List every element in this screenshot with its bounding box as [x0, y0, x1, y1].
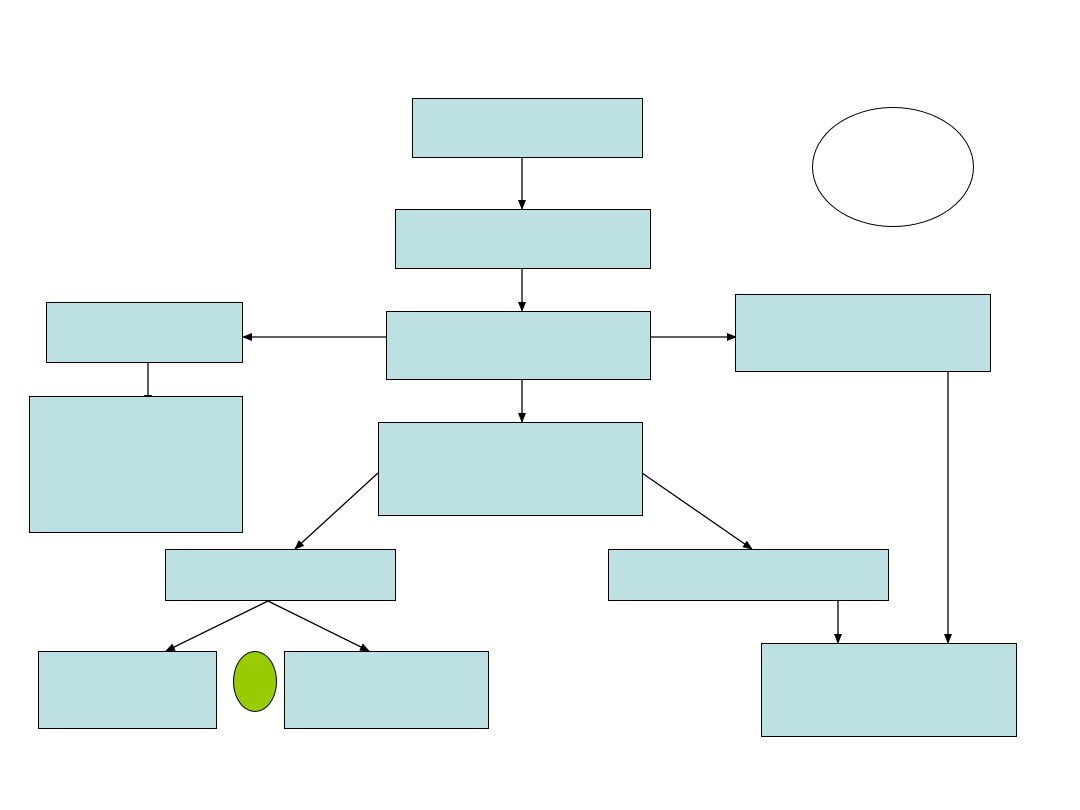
bottom-left-box-1 — [38, 651, 217, 729]
arrow-lower-center-to-lower-left — [294, 472, 379, 550]
left-box — [46, 302, 243, 363]
bottom-right-box — [761, 643, 1017, 737]
lower-left-box — [165, 549, 396, 601]
lower-center-box — [378, 422, 643, 516]
bottom-left-box-2 — [284, 651, 489, 729]
arrow-lower-left-to-bottom-left-1 — [165, 600, 269, 652]
arrow-lower-left-to-bottom-left-2 — [267, 600, 370, 652]
white-oval — [812, 107, 974, 227]
left-tall-box — [29, 396, 243, 533]
lower-right-box — [608, 549, 889, 601]
green-oval — [233, 651, 277, 712]
second-box — [395, 209, 651, 269]
top-box — [412, 98, 643, 158]
arrow-lower-center-to-lower-right — [641, 472, 753, 550]
central-box — [386, 311, 651, 380]
right-box — [735, 294, 991, 372]
